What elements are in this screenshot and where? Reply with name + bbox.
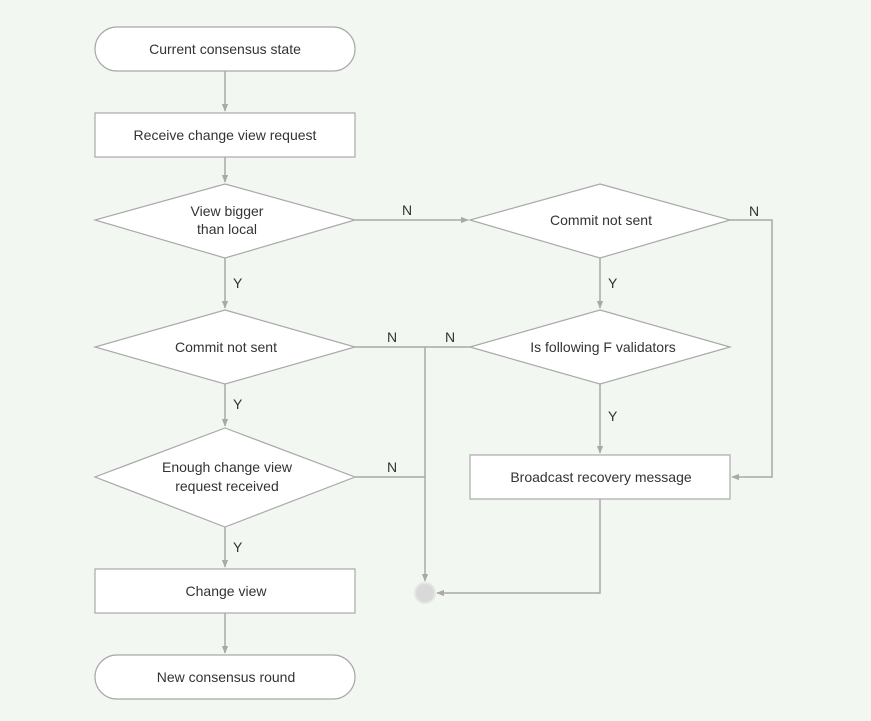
node-view-bigger-label-line2: than local [197,221,257,237]
node-broadcast-label: Broadcast recovery message [510,469,692,485]
node-change-view-label: Change view [186,583,268,599]
node-end-point [414,582,436,604]
nodes: Current consensus state Receive change v… [92,26,733,700]
node-commit-right: Commit not sent [467,183,733,259]
label-following-yes: Y [608,408,618,424]
node-commit-left-label: Commit not sent [175,339,277,355]
edge-commit-right-to-broadcast [730,219,773,481]
node-enough-label-line1: Enough change view [162,459,293,475]
label-enough-no: N [387,459,397,475]
label-commit-right-yes: Y [608,275,618,291]
node-receive: Receive change view request [94,112,356,158]
label-commit-left-yes: Y [233,396,243,412]
label-following-no: N [445,329,455,345]
node-new-round-label: New consensus round [157,669,296,685]
label-commit-right-no: N [749,203,759,219]
node-start-label: Current consensus state [149,41,301,57]
edge-labels: Y Y Y Y Y N N N N N [233,202,759,555]
node-commit-left: Commit not sent [92,309,358,385]
node-new-round: New consensus round [94,654,356,700]
node-broadcast: Broadcast recovery message [469,454,731,500]
node-enough: Enough change view request received [93,427,357,528]
edge-broadcast-to-end [436,499,601,597]
label-view-bigger-no: N [402,202,412,218]
node-following-label: Is following F validators [530,339,676,355]
node-following: Is following F validators [467,309,733,385]
node-change-view: Change view [94,568,356,614]
label-view-bigger-yes: Y [233,275,243,291]
node-receive-label: Receive change view request [134,127,317,143]
label-commit-left-no: N [387,329,397,345]
node-view-bigger: View bigger than local [92,183,358,259]
node-commit-right-label: Commit not sent [550,212,652,228]
node-view-bigger-label-line1: View bigger [191,203,264,219]
label-enough-yes: Y [233,539,243,555]
node-enough-label-line2: request received [175,478,279,494]
node-start: Current consensus state [94,26,356,72]
edges [221,71,773,654]
